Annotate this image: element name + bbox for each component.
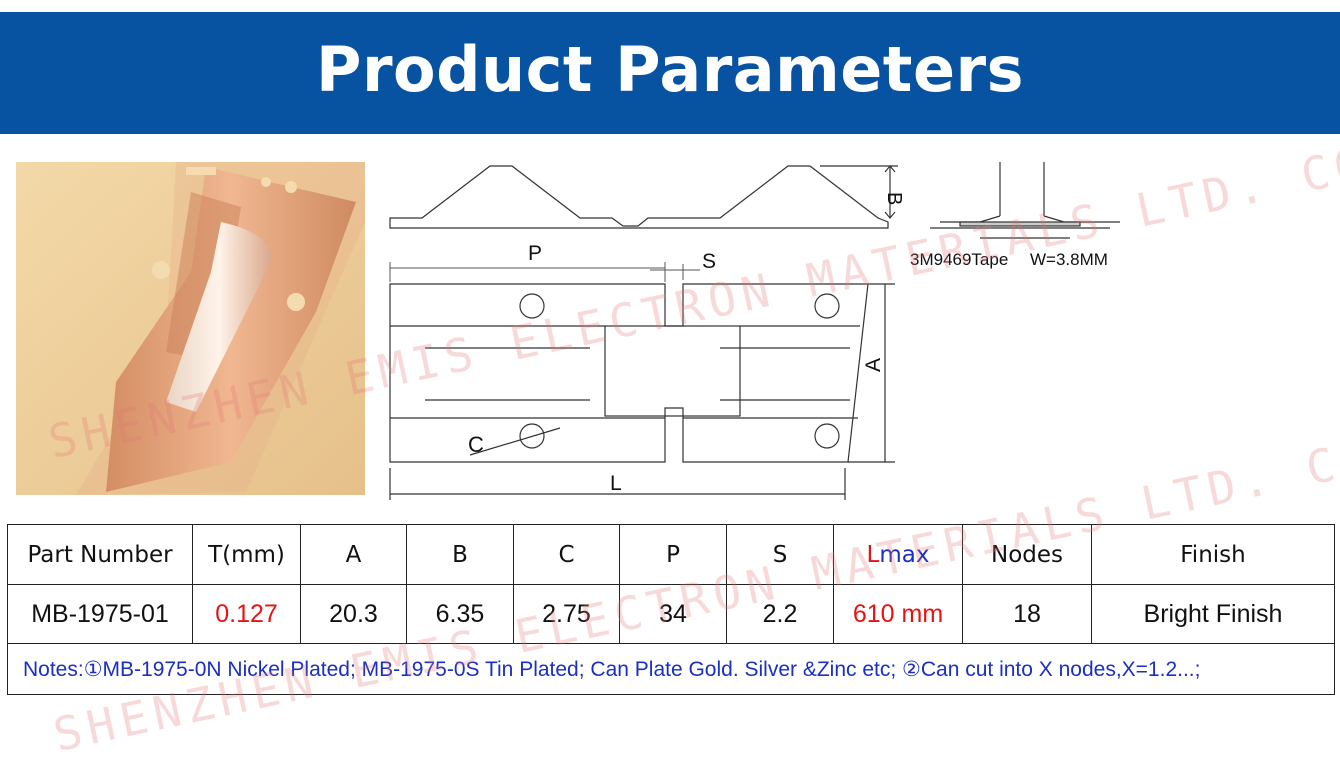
header-lmax: Lmax [833,524,963,585]
value-nodes: 18 [962,584,1092,644]
value-a: 20.3 [300,584,407,644]
header-p: P [619,524,727,585]
value-b: 6.35 [406,584,514,644]
dimension-lines-top [389,262,700,282]
notes-text: Notes:①MB-1975-0N Nickel Plated; MB-1975… [7,643,1335,695]
value-s: 2.2 [726,584,834,644]
cross-section [930,162,1120,239]
side-profile [389,165,898,229]
dimension-c-label: C [468,432,484,457]
page-title: Product Parameters [316,32,1024,106]
notes-row: Notes:①MB-1975-0N Nickel Plated; MB-1975… [7,643,1335,695]
plan-view [389,283,895,500]
value-lmax: 610 mm [833,584,963,644]
header-c: C [513,524,620,585]
header-thickness: T(mm) [192,524,301,585]
spec-table: Part Number T(mm) A B C P S Lmax Nodes F… [7,524,1335,695]
value-p: 34 [619,584,727,644]
header-part-number: Part Number [7,524,193,585]
header-banner: Product Parameters [0,12,1340,134]
table-header-row: Part Number T(mm) A B C P S Lmax Nodes F… [7,524,1335,585]
dimension-p-label: P [528,242,542,265]
value-thickness: 0.127 [192,584,301,644]
dimension-l-label: L [610,472,622,495]
tape-width-label: W=3.8MM [1030,250,1108,269]
dimension-b-label: B [883,192,905,205]
technical-drawing: B 3M9469Tape W=3.8MM P S [389,162,1120,500]
dimension-s-label: S [702,250,716,273]
table-row: MB-1975-01 0.127 20.3 6.35 2.75 34 2.2 6… [7,584,1335,644]
dimension-a-label: A [862,358,885,372]
value-finish: Bright Finish [1091,584,1335,644]
lmax-rest: max [879,541,930,568]
product-photo [16,162,365,495]
header-b: B [406,524,514,585]
header-a: A [300,524,407,585]
value-part-number: MB-1975-01 [7,584,193,644]
tape-label: 3M9469Tape [910,250,1008,269]
header-finish: Finish [1091,524,1335,585]
lmax-l: L [866,541,880,568]
value-c: 2.75 [513,584,620,644]
header-s: S [726,524,834,585]
header-nodes: Nodes [962,524,1092,585]
